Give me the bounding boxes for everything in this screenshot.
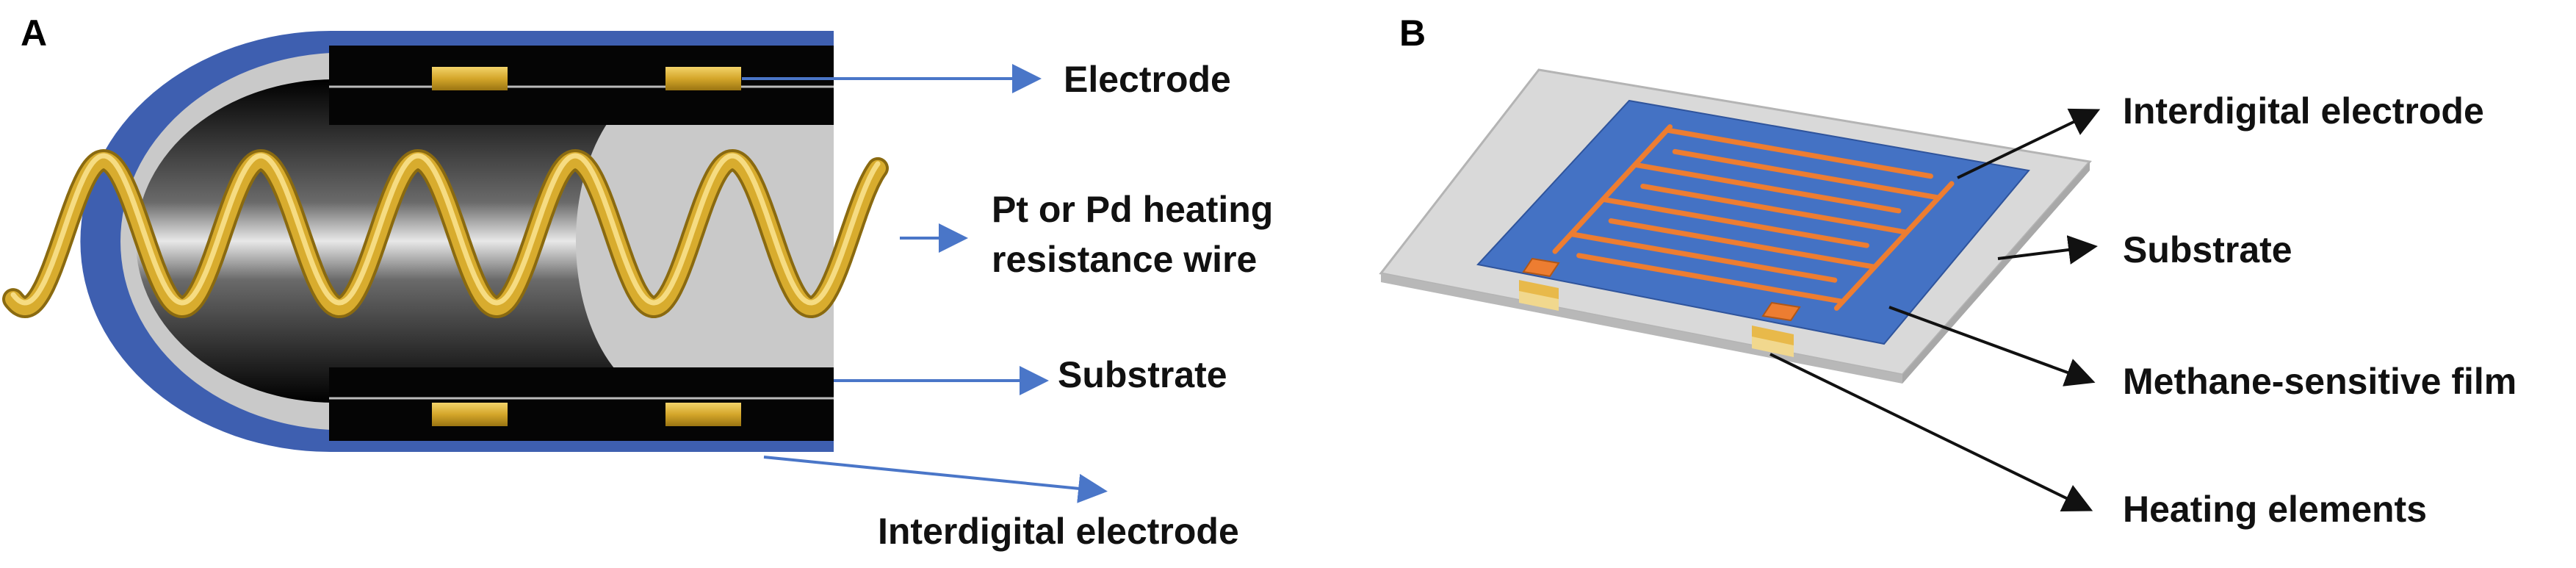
- heating-element-contact: [1752, 326, 1794, 357]
- label-electrode: Electrode: [1064, 59, 1231, 100]
- arrow-b-substrate: [1997, 235, 2098, 265]
- label-substrate: Substrate: [1058, 354, 1227, 395]
- electrode-pad: [665, 67, 741, 90]
- label-heating-wire-line1: Pt or Pd heating: [992, 189, 1273, 230]
- bottom-substrate-block: [329, 367, 834, 441]
- panel-a-letter: A: [21, 12, 47, 54]
- label-b-substrate: Substrate: [2123, 229, 2292, 270]
- electrode-finger: [1600, 196, 1869, 248]
- panel-a: A Electro: [2, 12, 1273, 552]
- electrode-pad: [432, 403, 508, 426]
- label-b-heating-elements: Heating elements: [2123, 489, 2427, 530]
- electrode-finger: [1632, 162, 1902, 214]
- panel-b: B Interdigital electrode Substrate Metha…: [1379, 12, 2517, 530]
- electrode-finger: [1568, 231, 1838, 283]
- label-interdigital-electrode: Interdigital electrode: [878, 511, 1239, 552]
- arrow-b-film: [1888, 306, 2096, 387]
- arrow-b-interdigital: [1957, 108, 2101, 179]
- interdigital-electrode: [1552, 124, 1955, 311]
- electrode-pad: [432, 67, 508, 90]
- electrode-contact-pad: [1761, 301, 1801, 322]
- panel-b-letter: B: [1399, 12, 1426, 54]
- electrode-contact-pad: [1522, 257, 1560, 278]
- heating-coil: [2, 149, 889, 318]
- electrode-finger: [1672, 148, 1941, 201]
- electrode-finger: [1640, 183, 1910, 235]
- arrow-b-heating: [1769, 353, 2093, 511]
- electrode-finger: [1664, 127, 1933, 179]
- electrode-finger: [1576, 253, 1846, 304]
- electrode-finger: [1608, 218, 1877, 270]
- electrode-pad: [665, 403, 741, 426]
- arrow-interdigital: [763, 456, 1108, 503]
- label-heating-wire-line2: resistance wire: [992, 239, 1257, 280]
- heating-element-contact: [1519, 280, 1559, 311]
- electrode-finger: [1552, 124, 1673, 254]
- label-b-interdigital-electrode: Interdigital electrode: [2123, 90, 2484, 132]
- top-substrate-block: [329, 46, 834, 125]
- label-b-methane-film: Methane-sensitive film: [2123, 361, 2517, 402]
- electrode-finger: [1833, 181, 1955, 311]
- methane-sensitive-film: [1476, 99, 2030, 345]
